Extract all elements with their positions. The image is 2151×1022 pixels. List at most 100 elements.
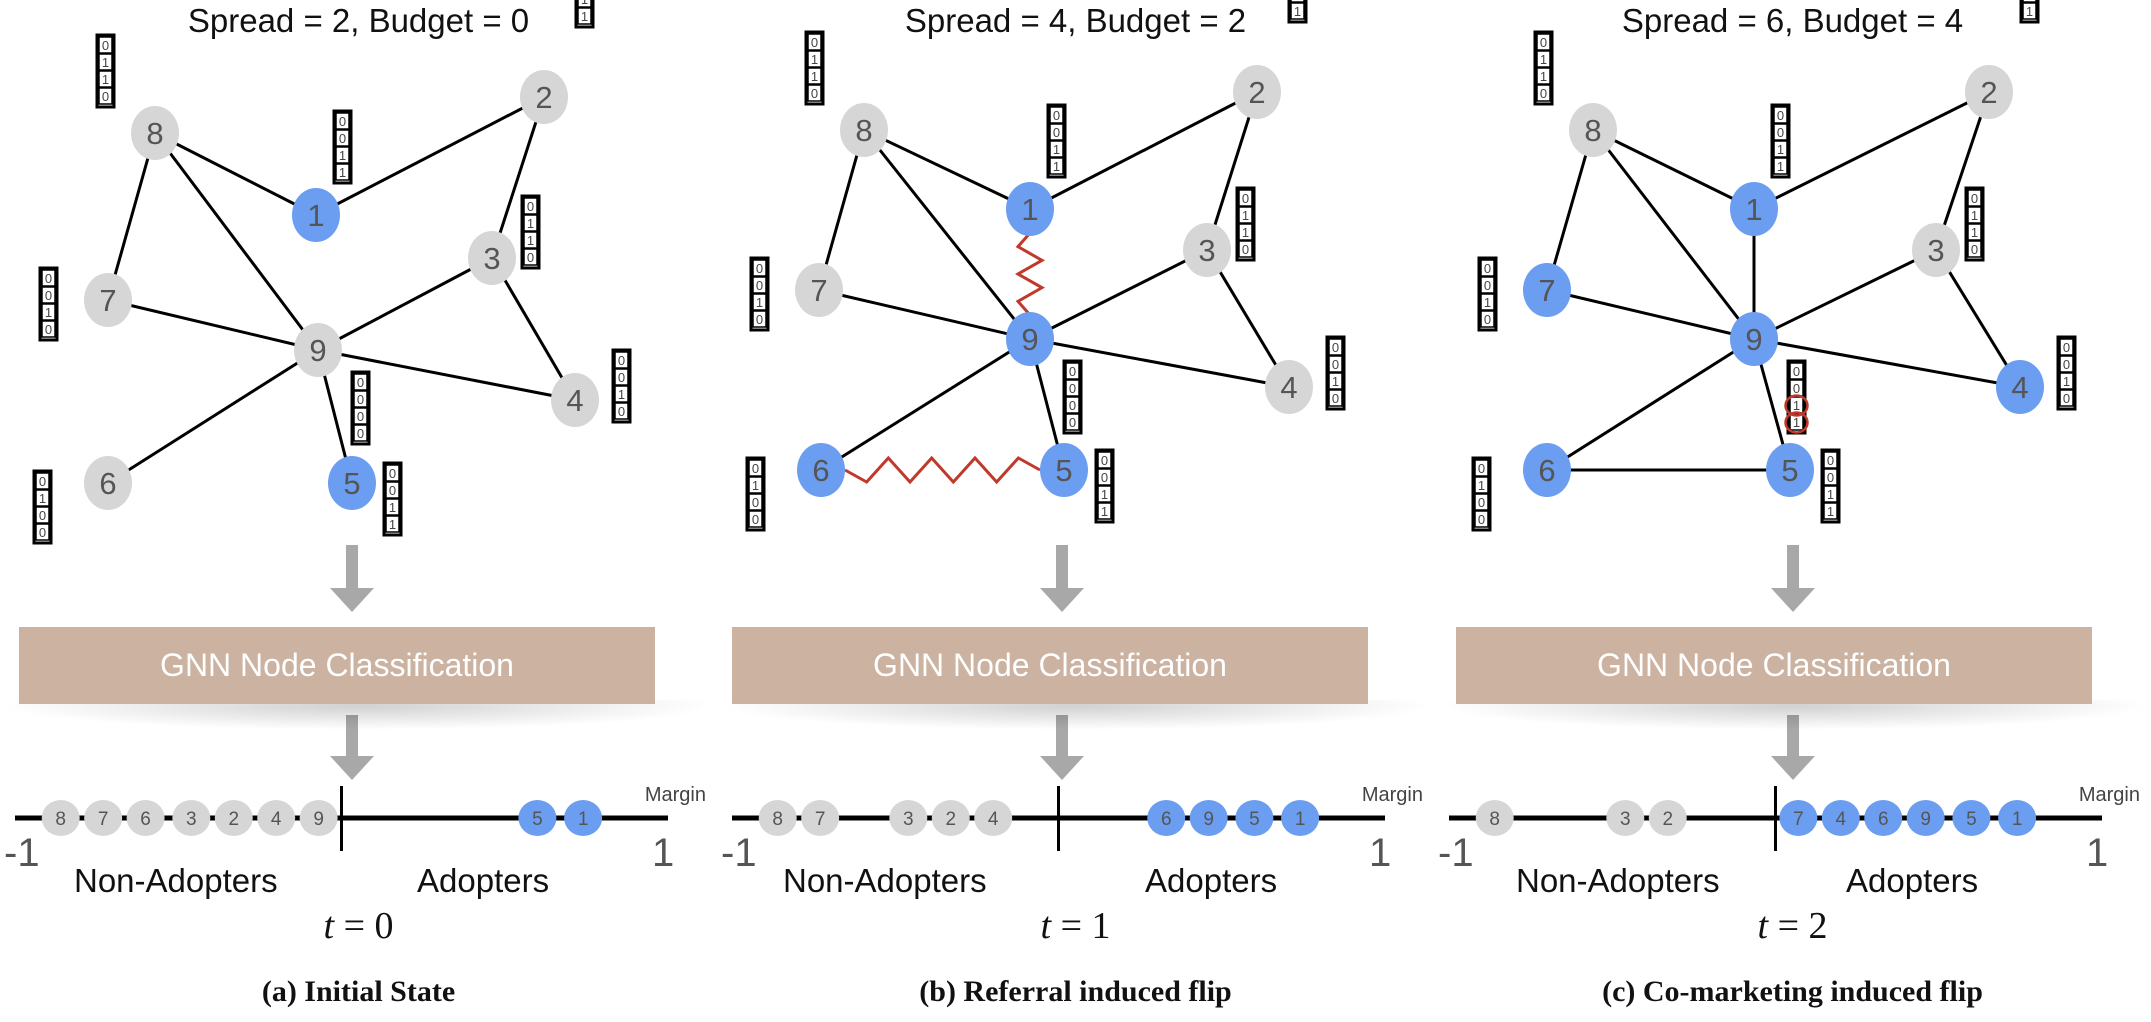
feature-cell (1049, 140, 1064, 158)
feature-cell (807, 67, 822, 85)
feature-value: 0 (1540, 35, 1547, 50)
edge-2-3 (1205, 91, 1259, 251)
margin-node-3 (172, 800, 211, 836)
edge-2-3 (1934, 91, 1991, 251)
feature-value: 0 (756, 278, 763, 293)
feature-value: 1 (1793, 398, 1800, 413)
feature-value: 1 (2063, 374, 2070, 389)
feature-cell (614, 385, 629, 403)
feature-value: 1 (581, 9, 588, 24)
non-adopters-label: Non-Adopters (74, 862, 278, 899)
node-8 (840, 103, 888, 157)
margin-node-label-9: 9 (1203, 809, 1214, 830)
edge-3-4 (490, 257, 577, 401)
feature-cell (1773, 106, 1788, 124)
feature-cell (1773, 157, 1788, 175)
feature-value: 0 (389, 466, 396, 481)
node-label-3: 3 (483, 241, 500, 276)
feature-cell (98, 87, 113, 105)
feature-value: 0 (1069, 364, 1076, 379)
feature-cell (1967, 189, 1982, 207)
feature-cell (353, 373, 368, 391)
feature-value: 0 (1777, 125, 1784, 140)
margin-node-1 (564, 800, 603, 836)
feature-cell (1097, 451, 1112, 469)
feature-cell (1823, 502, 1838, 520)
edge-3-9 (1753, 248, 1937, 341)
feature-cell (523, 231, 538, 249)
feature-cell (614, 402, 629, 420)
feature-value: 0 (756, 261, 763, 276)
feature-value: 1 (1484, 295, 1491, 310)
feature-cell (752, 310, 767, 328)
feature-cell (35, 489, 50, 507)
down-arrow-icon-2 (1771, 756, 1815, 780)
panel-caption: (a) Initial State (261, 975, 456, 1008)
edge-8-7 (1545, 129, 1595, 291)
margin-node-7 (801, 800, 840, 836)
node-label-3: 3 (1198, 233, 1215, 268)
feature-value: 1 (1294, 4, 1301, 19)
feature-cell (35, 523, 50, 541)
feature-cell (1328, 372, 1343, 390)
down-arrow-icon-1 (1771, 588, 1815, 612)
feature-cell (523, 197, 538, 215)
node-9 (1730, 312, 1778, 366)
feature-value: 0 (339, 114, 346, 129)
feature-value: 0 (357, 375, 364, 390)
feature-cell (335, 163, 350, 181)
down-arrow-shaft-1 (1056, 545, 1068, 590)
feature-cell (1823, 451, 1838, 469)
node-3 (468, 231, 516, 285)
feature-cell (748, 459, 763, 477)
feature-cell (41, 320, 56, 338)
time-step-label: t = 1 (717, 904, 1434, 948)
feature-value: 0 (752, 512, 759, 527)
margin-node-label-5: 5 (1966, 809, 1977, 830)
feature-value: 1 (1971, 225, 1978, 240)
feature-value: 1 (1053, 159, 1060, 174)
margin-node-label-5: 5 (532, 809, 543, 830)
feature-value: 1 (1294, 0, 1301, 2)
feature-cell (1474, 493, 1489, 511)
panel-title: Spread = 6, Budget = 4 (1621, 2, 1964, 39)
margin-node-label-8: 8 (55, 809, 66, 830)
margin-label: Margin (645, 784, 706, 806)
node-8 (131, 106, 179, 160)
graph: 1001121011301104001050011601007001080110… (1471, 0, 2077, 780)
adopters-label: Adopters (417, 862, 550, 899)
feature-cell (385, 481, 400, 499)
feature-cell (523, 214, 538, 232)
feature-value: 1 (339, 148, 346, 163)
non-adopters-label: Non-Adopters (783, 862, 987, 899)
margin-node-4 (1821, 800, 1860, 836)
feature-cell (1065, 396, 1080, 414)
feature-value: 1 (1827, 504, 1834, 519)
feature-value: 1 (1053, 142, 1060, 157)
node-label-9: 9 (309, 333, 326, 368)
feature-value: 0 (45, 271, 52, 286)
highlighted-feature-icon (1784, 411, 1809, 434)
referral-edge-6-5 (844, 455, 1041, 485)
node-9 (1006, 312, 1054, 366)
down-arrow-shaft-1 (1787, 545, 1799, 590)
feature-cell (1480, 293, 1495, 311)
node-label-8: 8 (146, 116, 163, 151)
feature-cell (1480, 276, 1495, 294)
adopters-label: Adopters (1846, 862, 1979, 899)
feature-value: 0 (1793, 381, 1800, 396)
margin-label: Margin (2079, 784, 2140, 806)
node-label-7: 7 (810, 273, 827, 308)
feature-value: 0 (1242, 191, 1249, 206)
node-1 (1006, 182, 1054, 236)
feature-cell (2022, 2, 2037, 20)
margin-node-6 (126, 800, 165, 836)
feature-cell (1474, 459, 1489, 477)
edge-8-1 (1592, 128, 1755, 211)
feature-value: 0 (618, 404, 625, 419)
feature-cell (1049, 157, 1064, 175)
feature-value: 1 (527, 233, 534, 248)
feature-cell (35, 506, 50, 524)
feature-value: 0 (1484, 261, 1491, 276)
